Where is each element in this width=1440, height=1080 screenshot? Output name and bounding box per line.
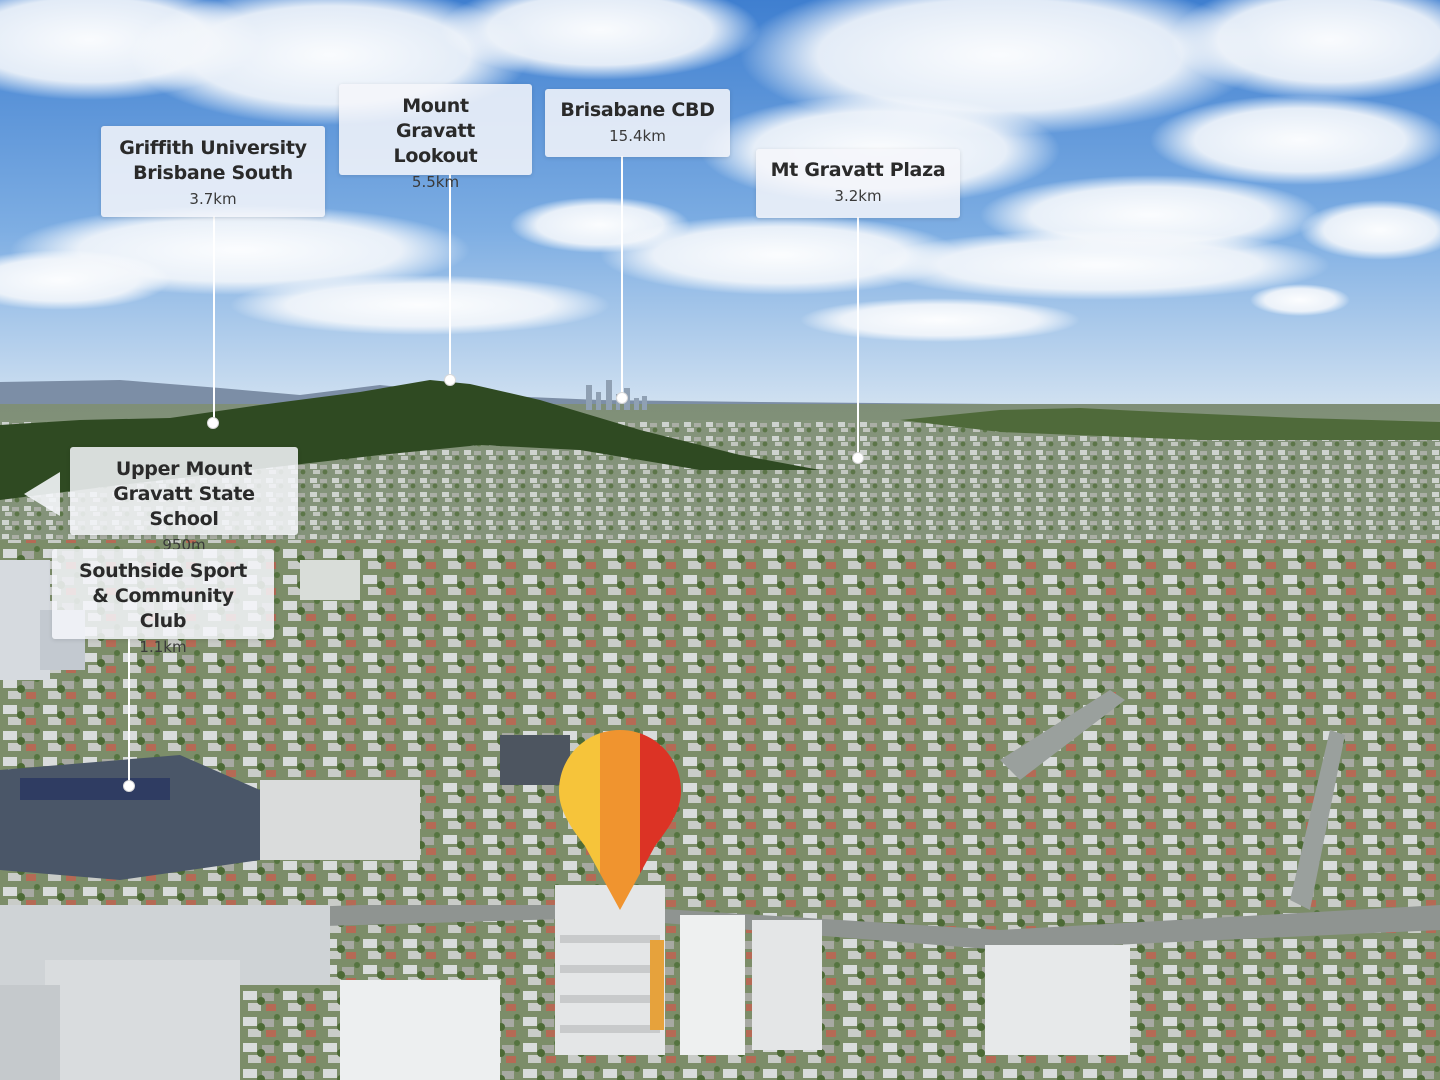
leader-line-mt-gravatt-plaza [857,217,859,457]
anchor-dot-brisbane-cbd [616,392,628,404]
landmark-label-mount-gravatt-lookout: Mount Gravatt Lookout 5.5km [339,84,532,191]
anchor-dot-mt-gravatt-plaza [852,452,864,464]
landmark-title: Upper Mount Gravatt State School [113,458,255,530]
anchor-dot-mount-gravatt-lookout [444,374,456,386]
location-pin-icon [559,730,681,910]
landmark-title: Brisabane CBD [560,99,715,121]
landmark-label-upper-mount-gravatt-school: Upper Mount Gravatt State School 950m [70,447,298,554]
landmark-distance: 15.4km [609,127,666,145]
landmark-label-brisbane-cbd: Brisabane CBD 15.4km [545,89,730,157]
landmark-title: Mount Gravatt Lookout [393,95,478,167]
leader-line-mount-gravatt-lookout [449,174,451,380]
landmark-label-southside-sport: Southside Sport & Community Club 1.1km [52,549,274,656]
landmark-title: Mt Gravatt Plaza [770,159,946,181]
anchor-dot-griffith [207,417,219,429]
leader-line-brisbane-cbd [621,156,623,398]
landmark-title: Southside Sport & Community Club [78,560,248,632]
landmark-distance: 3.2km [834,187,882,205]
landmark-distance: 5.5km [411,173,460,191]
landmark-distance: 3.7km [189,190,237,208]
leader-line-griffith [213,216,215,423]
landmark-label-mt-gravatt-plaza: Mt Gravatt Plaza 3.2km [756,149,960,218]
landmark-label-griffith: Griffith University Brisbane South 3.7km [101,126,325,217]
landmark-title: Griffith University Brisbane South [119,137,307,184]
anchor-dot-southside-sport [123,780,135,792]
landmark-distance: 1.1km [139,638,187,656]
left-arrow-icon [24,472,60,516]
leader-line-southside-sport [128,639,130,785]
